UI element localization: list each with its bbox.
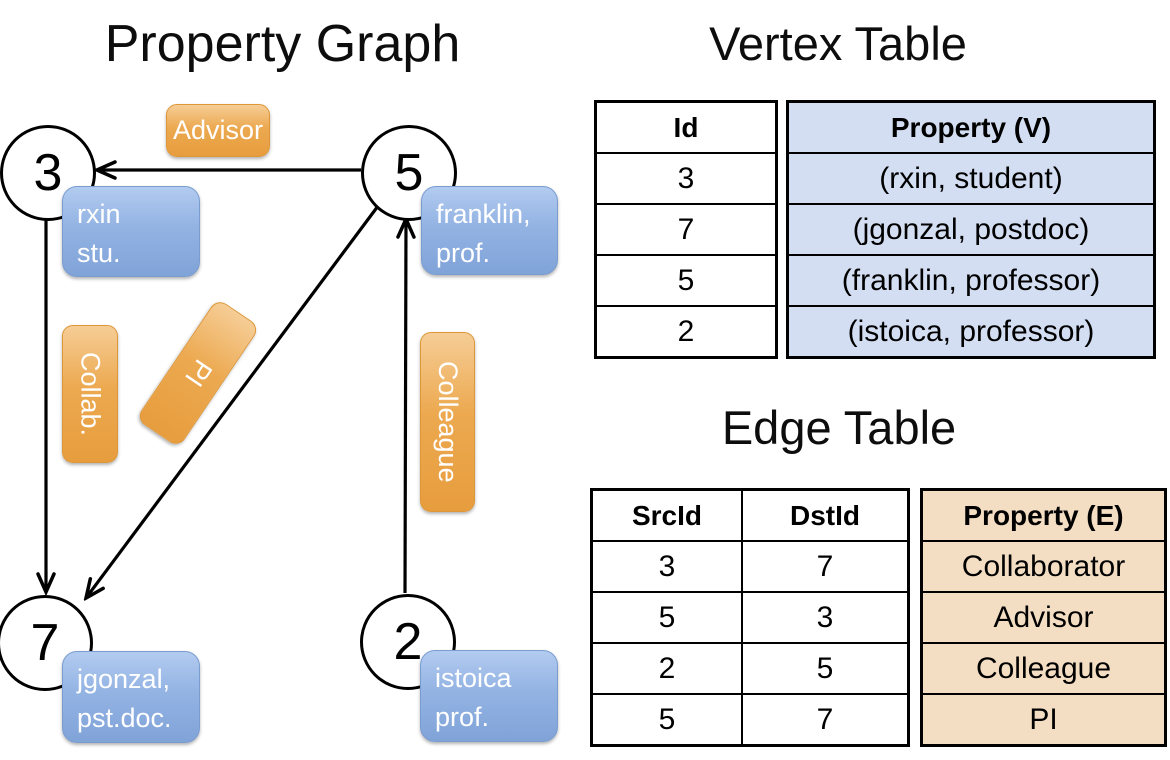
- table-header-row: Property (E): [920, 488, 1167, 542]
- table-cell: 3: [594, 152, 778, 205]
- edge-label-text: PI: [178, 354, 218, 393]
- edge-dstid-header: DstId: [741, 488, 910, 542]
- table-cell: 7: [741, 540, 910, 593]
- table-row: 5 7: [590, 693, 910, 747]
- vertex-table-title: Vertex Table: [709, 17, 967, 70]
- edge-5-to-7: [86, 205, 380, 598]
- table-cell: 5: [594, 254, 778, 307]
- edge-property-header: Property (E): [920, 488, 1167, 542]
- property-graph-title: Property Graph: [104, 15, 461, 73]
- table-cell: Advisor: [920, 591, 1167, 644]
- edge-srcid-header: SrcId: [590, 488, 743, 542]
- vertex-id-header: Id: [594, 100, 778, 154]
- table-row: 2: [594, 305, 778, 359]
- table-row: 3 7: [590, 540, 910, 593]
- vertex-property-box-jgonzal: jgonzal, pst.doc.: [62, 651, 200, 743]
- table-cell: 7: [594, 203, 778, 256]
- table-cell: Colleague: [920, 642, 1167, 695]
- vertex-property-box-franklin: franklin, prof.: [421, 186, 558, 275]
- table-row: 3: [594, 152, 778, 205]
- vertex-id-column-table: Id 3 7 5 2: [594, 100, 778, 359]
- table-row: (istoica, professor): [786, 305, 1156, 359]
- edge-label-collab: Collab.: [62, 325, 118, 463]
- table-header-row: Id: [594, 100, 778, 154]
- edge-label-colleague: Colleague: [420, 332, 475, 512]
- node-id-label: 2: [393, 613, 423, 671]
- edge-property-column-table: Property (E) Collaborator Advisor Collea…: [920, 488, 1167, 747]
- table-cell: 5: [590, 693, 743, 747]
- edge-id-columns-table: SrcId DstId 3 7 5 3 2 5 5 7: [590, 488, 910, 747]
- table-cell: 5: [590, 591, 743, 644]
- table-cell: 5: [741, 642, 910, 695]
- node-id-label: 7: [30, 614, 60, 672]
- table-cell: 2: [590, 642, 743, 695]
- table-row: (rxin, student): [786, 152, 1156, 205]
- property-line: stu.: [77, 238, 121, 269]
- table-row: 2 5: [590, 642, 910, 695]
- table-cell: Collaborator: [920, 540, 1167, 593]
- table-row: Colleague: [920, 642, 1167, 695]
- table-row: 5 3: [590, 591, 910, 644]
- edge-table: SrcId DstId 3 7 5 3 2 5 5 7 Property (E): [590, 488, 1167, 747]
- table-row: PI: [920, 693, 1167, 747]
- property-line: jgonzal,: [77, 664, 171, 694]
- vertex-property-column-table: Property (V) (rxin, student) (jgonzal, p…: [786, 100, 1156, 359]
- table-cell: (franklin, professor): [786, 254, 1156, 307]
- vertex-property-header: Property (V): [786, 100, 1156, 154]
- table-header-row: SrcId DstId: [590, 488, 910, 542]
- table-cell: (jgonzal, postdoc): [786, 203, 1156, 256]
- table-row: 7: [594, 203, 778, 256]
- table-cell: 3: [590, 540, 743, 593]
- vertex-table: Id 3 7 5 2 Property (V) (rxin, student) …: [594, 100, 1156, 359]
- table-cell: PI: [920, 693, 1167, 747]
- property-line: rxin: [77, 199, 121, 229]
- table-row: 5: [594, 254, 778, 307]
- vertex-property-box-istoica: istoica prof.: [420, 650, 558, 742]
- property-line: prof.: [436, 238, 491, 269]
- edge-2-to-5: [405, 219, 406, 594]
- property-line: pst.doc.: [77, 703, 172, 734]
- node-id-label: 5: [394, 144, 424, 202]
- table-header-row: Property (V): [786, 100, 1156, 154]
- property-line: istoica: [435, 663, 512, 693]
- property-line: prof.: [435, 702, 490, 733]
- property-line: franklin,: [436, 199, 531, 229]
- edge-label-text: Collab.: [75, 351, 106, 437]
- edge-label-advisor: Advisor: [166, 104, 270, 157]
- table-row: (franklin, professor): [786, 254, 1156, 307]
- vertex-property-box-rxin: rxin stu.: [62, 186, 200, 277]
- table-cell: (rxin, student): [786, 152, 1156, 205]
- edge-table-title: Edge Table: [721, 401, 957, 454]
- table-cell: 2: [594, 305, 778, 359]
- table-row: Collaborator: [920, 540, 1167, 593]
- table-row: (jgonzal, postdoc): [786, 203, 1156, 256]
- graph-edges-svg: [0, 0, 585, 760]
- table-row: Advisor: [920, 591, 1167, 644]
- table-cell: 7: [741, 693, 910, 747]
- table-cell: 3: [741, 591, 910, 644]
- node-id-label: 3: [33, 144, 63, 202]
- edge-label-text: Colleague: [433, 361, 463, 483]
- edge-label-text: Advisor: [172, 115, 264, 145]
- table-cell: (istoica, professor): [786, 305, 1156, 359]
